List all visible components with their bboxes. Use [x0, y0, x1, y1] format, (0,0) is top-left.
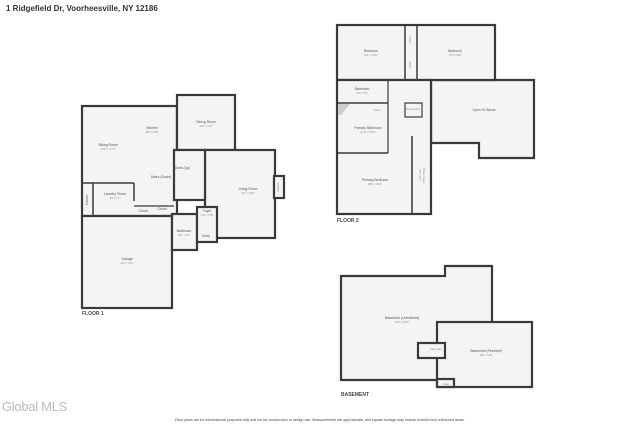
open-to-below [429, 78, 536, 160]
global-mls-logo: Global MLS [2, 399, 67, 414]
room-label: Bedroom [364, 49, 378, 53]
room-label: Closet [138, 209, 148, 213]
room-label: Sitting Room [98, 143, 118, 147]
room-label: Entry [202, 234, 210, 238]
room-dims: 16'10" x 17'3" [101, 148, 116, 151]
floor-2-label: FLOOR 2 [337, 218, 359, 224]
room-label: Dining Room [196, 120, 216, 124]
room-dims: 20'3" x 20'4" [120, 262, 133, 265]
room-label: Foyer [203, 209, 213, 213]
room-dims: 8'8" x 7'1" [110, 197, 121, 200]
room-dims: 11'10" x 10'11" [360, 131, 376, 134]
floor-1-plan [80, 93, 286, 310]
room-label: Basement (Unfinished) [385, 316, 420, 320]
room-label: Stairs (Down) [406, 108, 421, 111]
room-label: Closet [85, 195, 89, 205]
bathroom-f1 [170, 212, 199, 252]
room-label: Bathroom [177, 229, 192, 233]
sitting-kitchen-area [80, 104, 179, 218]
bedrooms-area [335, 23, 497, 82]
basement-closet [435, 377, 456, 389]
stairs-down-box [404, 102, 423, 118]
room-label: Closet [409, 61, 412, 68]
room-label: Fireplace [277, 181, 280, 192]
room-label: Bathroom [355, 87, 370, 91]
foyer [195, 205, 219, 244]
room-label: Open To Below [473, 108, 496, 112]
room-label: Garage [121, 257, 132, 261]
listing-address: 1 Ridgefield Dr, Voorheesville, NY 12186 [6, 4, 158, 13]
room-dims: 24'9" x 25'10" [395, 321, 410, 324]
room-label: Kitchen [146, 126, 157, 130]
floor-2-plan [335, 23, 536, 216]
fireplace [272, 174, 286, 200]
disclaimer: Floor plans are for informational purpos… [175, 418, 465, 422]
room-dims: 18'8" x 16'11" [368, 183, 382, 186]
room-dims: 3'9" x 13'7" [418, 169, 421, 181]
basement-stairs [416, 341, 447, 360]
upper-hall [335, 78, 433, 216]
room-label: Closet [409, 36, 412, 43]
floor-1-label: FLOOR 1 [82, 311, 104, 317]
basement-plan [339, 264, 534, 389]
room-dims: 13'1" x 19'8" [241, 192, 254, 195]
room-label: Laundry Room [104, 192, 126, 196]
room-label: Primary Bathroom [354, 126, 381, 130]
room-label: Bedroom [448, 49, 462, 53]
room-dims: 11'0" x 5'1" [356, 92, 368, 95]
room-label: Living Room [239, 187, 258, 191]
shower-area [338, 104, 350, 115]
room-label: Closet [443, 383, 450, 386]
room-dims: 4'11" x 7'10" [201, 214, 214, 217]
room-label: Primary Closet [422, 167, 425, 183]
room-label: Stairs (Up) [174, 166, 190, 170]
room-label: Primary Bedroom [362, 178, 389, 182]
room-dims: 10'3" x 10'8" [145, 131, 158, 134]
room-label: Stairs (Down) [151, 175, 172, 179]
basement-label: BASEMENT [341, 392, 369, 398]
stairs-hall [172, 148, 207, 202]
room-dims: 17'6" x 12'9" [448, 54, 461, 57]
basement-finished [435, 320, 534, 389]
room-dims: 20'8" x 14'8" [479, 354, 492, 357]
garage [80, 214, 174, 310]
room-dims: 10'1" x 13'11" [364, 54, 378, 57]
room-label: Basement (Finished) [470, 349, 501, 353]
room-dims: 10'6" x 12'3" [199, 125, 212, 128]
room-label: Stairs (Up) [430, 348, 442, 351]
room-label: Closet [374, 109, 381, 112]
room-label: Closet [157, 207, 167, 211]
room-dims: 8'11" x 7'8" [178, 234, 190, 237]
